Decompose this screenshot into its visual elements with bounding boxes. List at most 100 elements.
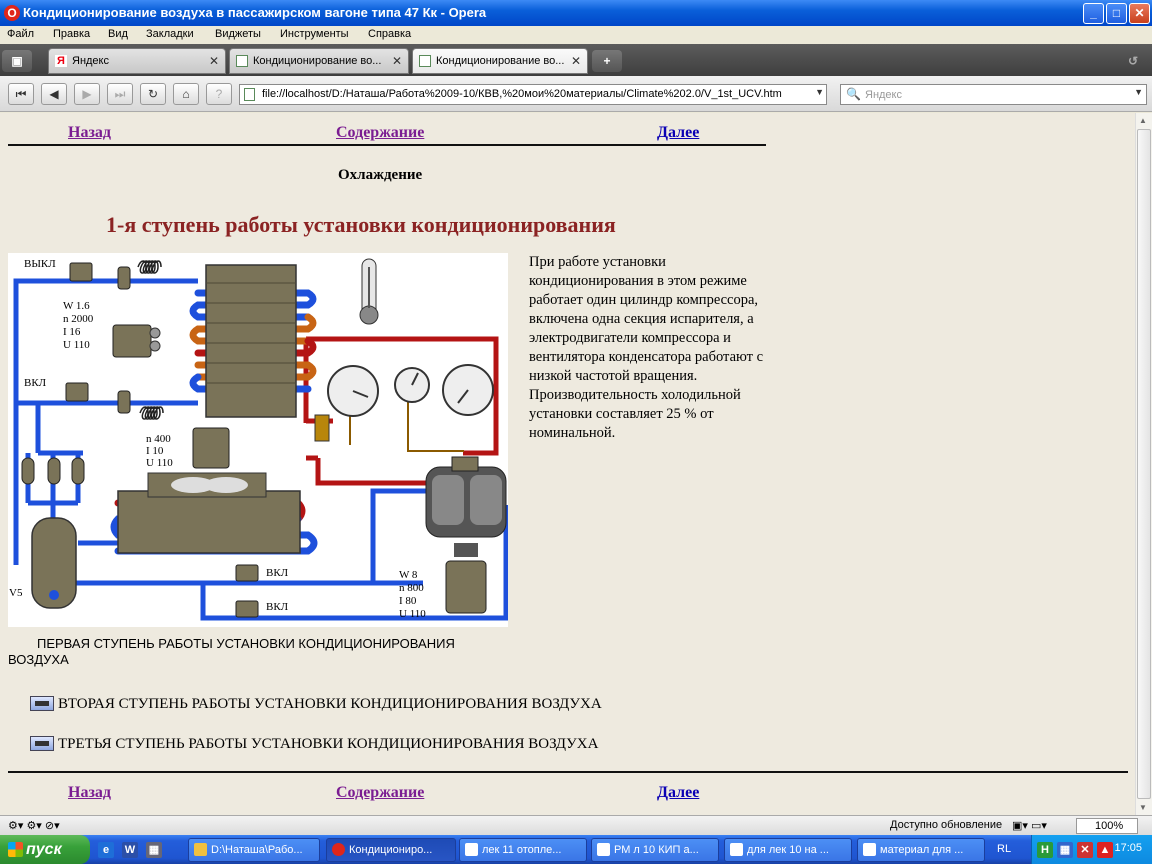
task-opera[interactable]: Кондициониро... xyxy=(326,838,456,862)
nav-next-link-top[interactable]: Далее xyxy=(657,124,700,141)
label-on-left: ВКЛ xyxy=(24,377,47,389)
taskbar: пуск e W ▦ D:\Наташа\Рабо... Кондиционир… xyxy=(0,835,1152,864)
nav-contents-link-top[interactable]: Содержание xyxy=(336,124,425,141)
language-indicator[interactable]: RL xyxy=(997,843,1012,855)
refrigeration-diagram: ВЫКЛ ВКЛ W 1.6 n 2000 I 16 U 110 n 400 I… xyxy=(8,253,508,627)
calculator-icon[interactable]: ▦ xyxy=(146,842,162,858)
tab-label: Кондиционирование во... xyxy=(436,55,565,67)
tab-label: Кондиционирование во... xyxy=(253,55,382,67)
status-bar: ⚙▾ ⚙▾ ⊘▾ Доступно обновление ▣▾ ▭▾ 100% xyxy=(0,815,1152,835)
reload-button[interactable]: ↻ xyxy=(140,83,166,105)
back-button[interactable]: ◀ xyxy=(41,83,67,105)
zoom-control[interactable]: 100% xyxy=(1076,818,1138,834)
scrollbar-thumb[interactable] xyxy=(1137,129,1151,799)
safely-remove-icon[interactable]: ▲ xyxy=(1097,842,1113,858)
label-motor1-i: I 16 xyxy=(63,326,81,338)
tab-bar: ▣ Я Яндекс ✕ Кондиционирование во... ✕ К… xyxy=(0,44,1152,76)
ie-icon[interactable]: e xyxy=(98,842,114,858)
label-motor1-n: n 2000 xyxy=(63,313,94,325)
tab-label: Яндекс xyxy=(72,55,109,67)
search-field[interactable]: 🔍 Яндекс ▼ xyxy=(840,84,1147,105)
label-motor1-w: W 1.6 xyxy=(63,300,90,312)
task-word-1[interactable]: лек 11 отопле... xyxy=(459,838,587,862)
chevron-down-icon[interactable]: ▼ xyxy=(1134,87,1143,97)
page-icon xyxy=(244,88,255,101)
info-button[interactable]: ? xyxy=(206,83,232,105)
panel-toggle-button[interactable]: ▣ xyxy=(2,50,32,72)
folder-icon xyxy=(194,843,207,856)
divider xyxy=(8,144,766,146)
network-icon[interactable]: ▦ xyxy=(1057,842,1073,858)
rewind-button[interactable]: ⏮ xyxy=(8,83,34,105)
view-icon[interactable]: ▣▾ ▭▾ xyxy=(1012,820,1047,832)
page-content: Назад Содержание Далее Охлаждение 1-я ст… xyxy=(0,113,1135,815)
nav-back-link-bottom[interactable]: Назад xyxy=(68,784,111,801)
maximize-button[interactable]: □ xyxy=(1106,3,1127,24)
label-v5: V5 xyxy=(9,587,23,599)
label-motor1-u: U 110 xyxy=(63,339,90,351)
tab-close-icon[interactable]: ✕ xyxy=(208,54,219,68)
tab-close-icon[interactable]: ✕ xyxy=(570,54,581,68)
tab-conditioning-1[interactable]: Кондиционирование во... ✕ xyxy=(229,48,409,74)
navigation-bar: ⏮ ◀ ▶ ⏭ ↻ ⌂ ? file://localhost/D:/Наташа… xyxy=(0,76,1152,112)
task-word-2[interactable]: РМ л 10 КИП а... xyxy=(591,838,719,862)
start-button[interactable]: пуск xyxy=(0,835,90,864)
task-word-4[interactable]: материал для ... xyxy=(857,838,985,862)
label-motor2-i: I 10 xyxy=(146,445,164,457)
home-button[interactable]: ⌂ xyxy=(173,83,199,105)
task-word-3[interactable]: для лек 10 на ... xyxy=(724,838,852,862)
scroll-down-icon[interactable]: ▼ xyxy=(1139,803,1147,812)
label-on-bottom1: ВКЛ xyxy=(266,567,289,579)
film-button-icon[interactable] xyxy=(30,736,54,751)
menu-bar: Файл Правка Вид Закладки Виджеты Инструм… xyxy=(0,26,1152,44)
scroll-up-icon[interactable]: ▲ xyxy=(1139,116,1147,125)
window-title: Кондиционирование воздуха в пассажирском… xyxy=(23,5,487,20)
opera-icon xyxy=(332,843,345,856)
close-button[interactable]: ✕ xyxy=(1129,3,1150,24)
tab-conditioning-2[interactable]: Кондиционирование во... ✕ xyxy=(412,48,588,74)
link-second-stage[interactable]: ВТОРАЯ СТУПЕНЬ РАБОТЫ УСТАНОВКИ КОНДИЦИО… xyxy=(30,696,602,714)
search-icon: 🔍 xyxy=(846,87,861,101)
label-motor3-w: W 8 xyxy=(399,569,418,581)
word-doc-icon xyxy=(465,843,478,856)
windows-logo-icon xyxy=(8,842,23,857)
tray-app-icon[interactable]: H xyxy=(1037,842,1053,858)
menu-widgets[interactable]: Виджеты xyxy=(215,28,261,40)
link-third-stage[interactable]: ТРЕТЬЯ СТУПЕНЬ РАБОТЫ УСТАНОВКИ КОНДИЦИО… xyxy=(30,736,598,754)
antivirus-icon[interactable]: ✕ xyxy=(1077,842,1093,858)
word-icon[interactable]: W xyxy=(122,842,138,858)
minimize-button[interactable]: _ xyxy=(1083,3,1104,24)
nav-back-link-top[interactable]: Назад xyxy=(68,124,111,141)
task-folder[interactable]: D:\Наташа\Рабо... xyxy=(188,838,320,862)
tab-yandex[interactable]: Я Яндекс ✕ xyxy=(48,48,226,74)
menu-view[interactable]: Вид xyxy=(108,28,128,40)
nav-contents-link-bottom[interactable]: Содержание xyxy=(336,784,425,801)
label-on-bottom2: ВКЛ xyxy=(266,601,289,613)
new-tab-button[interactable]: + xyxy=(592,50,622,72)
forward-button[interactable]: ▶ xyxy=(74,83,100,105)
nav-next-link-bottom[interactable]: Далее xyxy=(657,784,700,801)
address-url: file://localhost/D:/Наташа/Работа%2009-1… xyxy=(262,88,782,100)
label-motor3-u: U 110 xyxy=(399,608,426,620)
link-second-stage-label[interactable]: ВТОРАЯ СТУПЕНЬ РАБОТЫ УСТАНОВКИ КОНДИЦИО… xyxy=(58,696,602,712)
menu-help[interactable]: Справка xyxy=(368,28,412,40)
film-button-icon[interactable] xyxy=(30,696,54,711)
link-third-stage-label[interactable]: ТРЕТЬЯ СТУПЕНЬ РАБОТЫ УСТАНОВКИ КОНДИЦИО… xyxy=(58,736,599,752)
label-off: ВЫКЛ xyxy=(24,258,56,270)
address-field[interactable]: file://localhost/D:/Наташа/Работа%2009-1… xyxy=(239,84,827,105)
menu-tools[interactable]: Инструменты xyxy=(280,28,349,40)
tab-close-icon[interactable]: ✕ xyxy=(391,54,402,68)
tools-icon[interactable]: ⚙▾ ⚙▾ ⊘▾ xyxy=(8,820,60,832)
chevron-down-icon[interactable]: ▼ xyxy=(815,87,824,97)
yandex-icon: Я xyxy=(55,55,67,67)
menu-edit[interactable]: Правка xyxy=(53,28,91,40)
page-title: 1-я ступень работы установки кондиционир… xyxy=(106,212,616,237)
page-icon xyxy=(419,55,431,67)
opera-logo-icon: O xyxy=(4,5,20,21)
menu-file[interactable]: Файл xyxy=(7,28,35,40)
trash-icon[interactable]: ↺ xyxy=(1127,54,1139,68)
fast-forward-button[interactable]: ⏭ xyxy=(107,83,133,105)
system-tray: H ▦ ✕ ▲ 17:05 xyxy=(1031,835,1152,864)
vertical-scrollbar[interactable]: ▲ ▼ xyxy=(1135,113,1152,815)
menu-bookmarks[interactable]: Закладки xyxy=(146,28,194,40)
